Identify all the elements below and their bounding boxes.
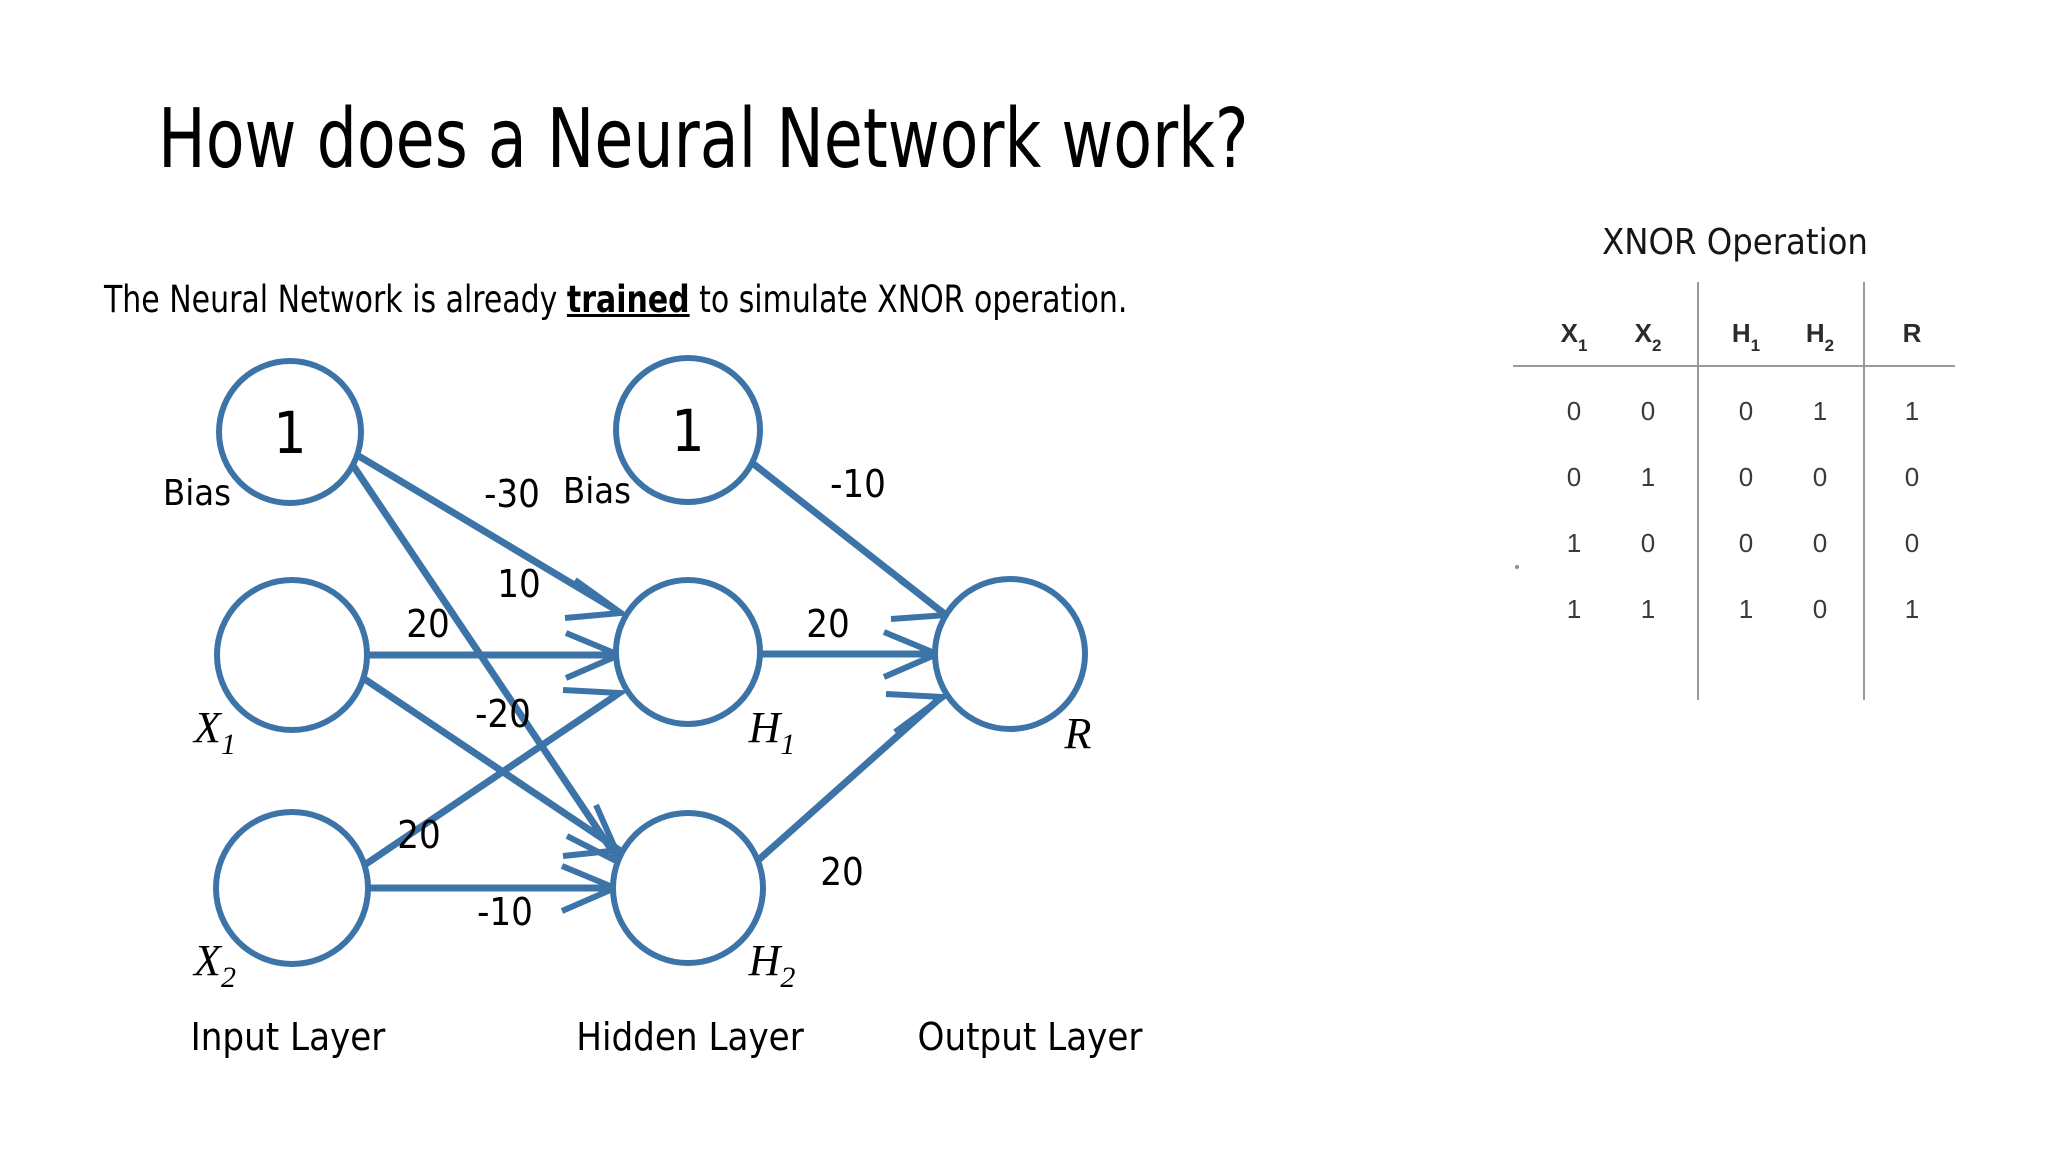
node-x1-caption: X1	[192, 703, 236, 761]
table-header-h2: H2	[1806, 318, 1834, 355]
table-row: 0 1 0 0 0	[1567, 462, 1919, 492]
table-row: 1 1 1 0 1	[1567, 594, 1919, 624]
table-cell-r1c2: 0	[1739, 462, 1753, 492]
table-cell-r1c0: 0	[1567, 462, 1581, 492]
subtitle-emphasis-trained: trained	[566, 278, 690, 321]
edge-x2-h1	[358, 687, 630, 871]
node-bias2[interactable]: 1	[613, 355, 763, 505]
table-cell-r3c0: 1	[1567, 594, 1581, 624]
weight-bias1-h1: -30	[484, 472, 540, 516]
table-cell-r0c1: 0	[1641, 396, 1655, 426]
table-header-r: R	[1903, 318, 1922, 348]
table-cell-r3c4: 1	[1905, 594, 1919, 624]
table-cell-r2c1: 0	[1641, 528, 1655, 558]
edge-bias1-h2	[345, 456, 629, 871]
table-cell-r0c0: 0	[1567, 396, 1581, 426]
table-cell-r2c2: 0	[1739, 528, 1753, 558]
edge-h2-r	[751, 691, 952, 867]
table-cell-r2c0: 1	[1567, 528, 1581, 558]
table-header-row: X1 X2 H1 H2 R	[1561, 318, 1922, 355]
xnor-table-title: XNOR Operation	[1602, 222, 1868, 263]
node-r[interactable]	[932, 576, 1088, 732]
node-r-circle[interactable]	[932, 576, 1088, 732]
neural-network-diagram: 1 Bias X1 X2 1 Bias H1 H2	[163, 355, 1144, 1059]
xnor-table: X1 X2 H1 H2 R 0 0 0 1 1 0 1 0 0 0	[1513, 282, 1955, 700]
weight-x1-h2: -20	[475, 692, 531, 736]
table-speck-mark	[1515, 565, 1519, 569]
node-bias1-value: 1	[273, 399, 306, 467]
weight-bias1-h2: 10	[497, 562, 541, 606]
weight-h1-r: 20	[806, 602, 850, 646]
node-h2[interactable]	[610, 810, 766, 966]
node-x1[interactable]	[214, 577, 370, 733]
node-bias1[interactable]: 1	[216, 358, 364, 506]
table-header-x1: X1	[1561, 318, 1588, 355]
table-cell-r0c4: 1	[1905, 396, 1919, 426]
table-cell-r3c2: 1	[1739, 594, 1753, 624]
table-cell-r3c1: 1	[1641, 594, 1655, 624]
subtitle-part-after: to simulate XNOR operation.	[689, 278, 1128, 321]
weight-x2-h2: -10	[477, 890, 533, 934]
weight-h2-r: 20	[820, 850, 864, 894]
page-title: How does a Neural Network work?	[158, 92, 1249, 187]
table-cell-r1c4: 0	[1905, 462, 1919, 492]
node-r-caption: R	[1064, 709, 1092, 758]
node-h1-caption: H1	[748, 703, 796, 761]
subtitle-text: The Neural Network is already trained to…	[104, 278, 1127, 321]
node-h1-circle[interactable]	[613, 577, 763, 727]
layer-label-output: Output Layer	[918, 1015, 1144, 1059]
node-x2-caption: X2	[192, 936, 236, 994]
table-header-x2: X2	[1635, 318, 1662, 355]
weight-bias2-r: -10	[830, 462, 886, 506]
weight-x2-h1: 20	[397, 813, 441, 857]
node-bias1-circle[interactable]	[216, 358, 364, 506]
node-bias1-caption: Bias	[163, 473, 231, 514]
table-header-h1: H1	[1732, 318, 1760, 355]
node-bias2-value: 1	[671, 397, 704, 465]
table-cell-r2c3: 0	[1813, 528, 1827, 558]
table-cell-r1c3: 0	[1813, 462, 1827, 492]
node-h1[interactable]	[613, 577, 763, 727]
table-row: 1 0 0 0 0	[1567, 528, 1919, 558]
node-x1-circle[interactable]	[214, 577, 370, 733]
node-h2-circle[interactable]	[610, 810, 766, 966]
subtitle-part-before: The Neural Network is already	[104, 278, 567, 321]
layer-label-input: Input Layer	[191, 1015, 387, 1059]
table-cell-r1c1: 1	[1641, 462, 1655, 492]
xnor-table-panel: XNOR Operation X1 X2 H1 H2 R 0 0 0 1	[1500, 222, 1970, 722]
edge-bias1-h1	[350, 448, 630, 621]
weight-x1-h1: 20	[406, 602, 450, 646]
node-x2-circle[interactable]	[213, 809, 371, 967]
table-cell-r2c4: 0	[1905, 528, 1919, 558]
layer-label-hidden: Hidden Layer	[576, 1015, 804, 1059]
table-cell-r0c2: 0	[1739, 396, 1753, 426]
node-bias2-caption: Bias	[563, 471, 631, 512]
node-h2-caption: H2	[748, 936, 796, 994]
table-cell-r3c3: 0	[1813, 594, 1827, 624]
node-bias2-circle[interactable]	[613, 355, 763, 505]
node-x2[interactable]	[213, 809, 371, 967]
table-cell-r0c3: 1	[1813, 396, 1827, 426]
table-row: 0 0 0 1 1	[1567, 396, 1919, 426]
